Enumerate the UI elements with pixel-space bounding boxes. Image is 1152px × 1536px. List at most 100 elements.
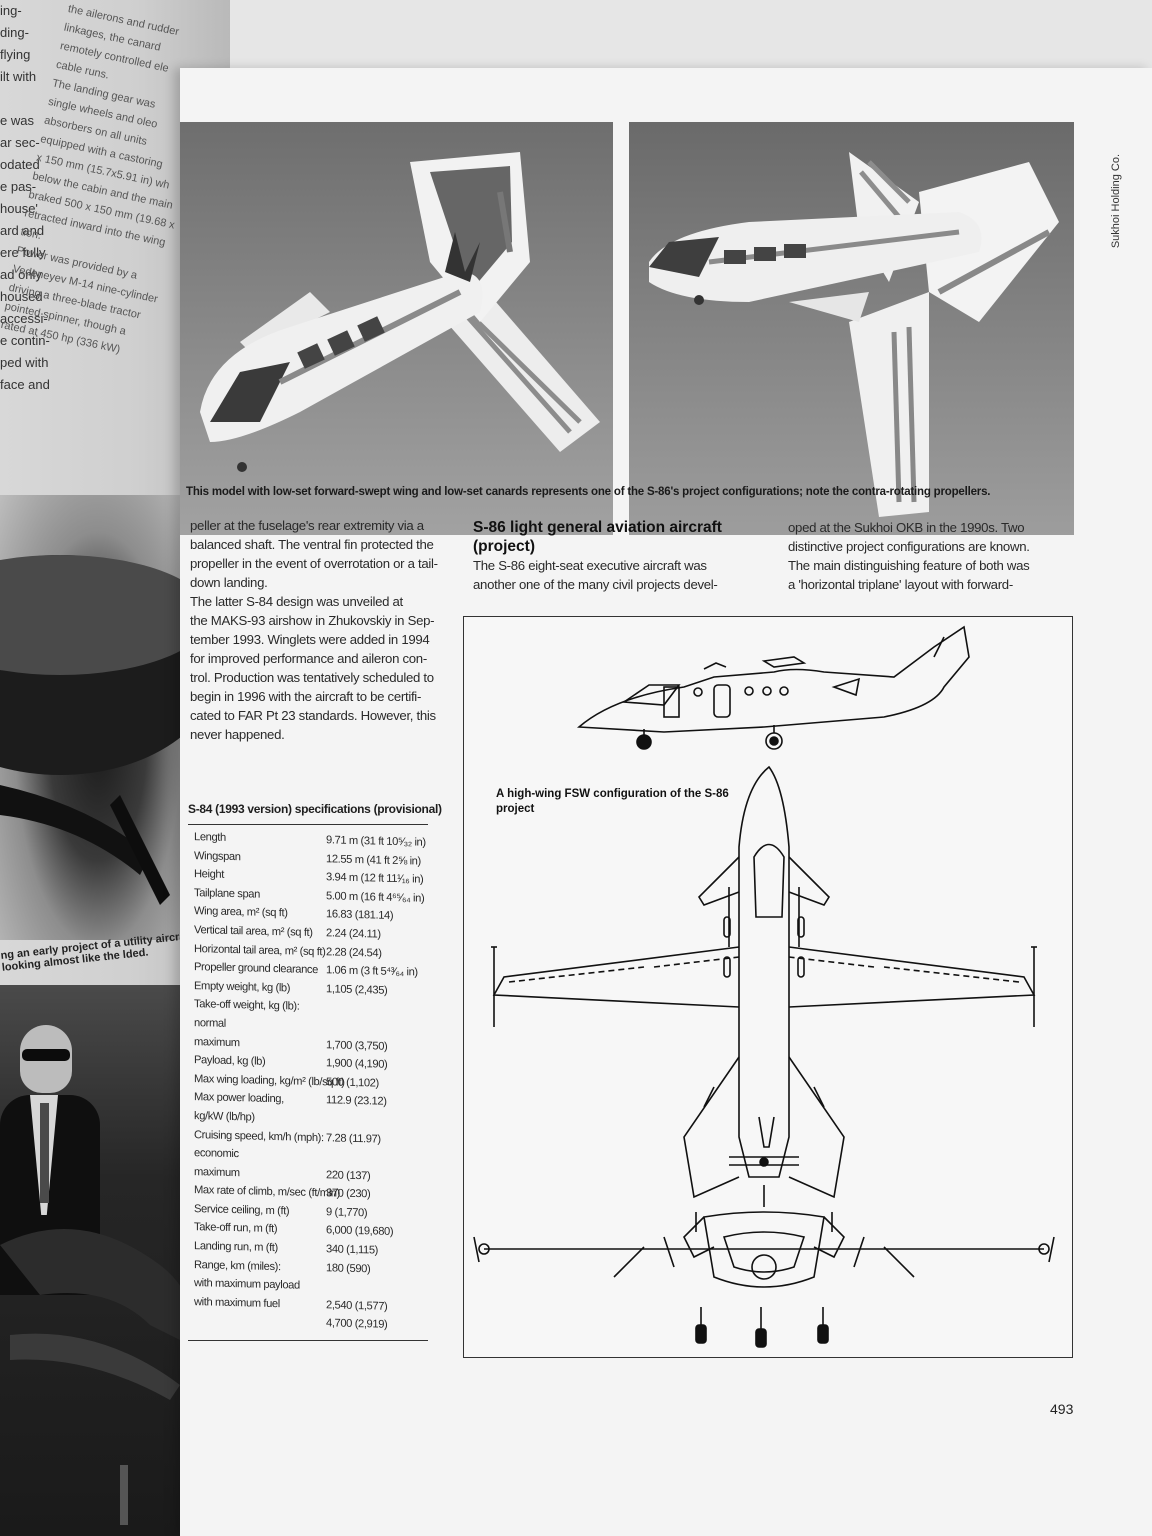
spec-value: 16.83 (181.14) <box>326 908 394 923</box>
section-heading: S-86 light general aviation aircraft (pr… <box>473 518 763 556</box>
spec-label: Wingspan <box>194 849 241 863</box>
spec-label: maximum <box>194 1035 240 1049</box>
spec-value: 9 (1,770) <box>326 1206 368 1220</box>
spec-label: Range, km (miles): <box>194 1258 281 1273</box>
photo-credit: Sukhoi Holding Co. <box>1110 154 1122 249</box>
left-page-text-line: e pas- <box>0 179 37 194</box>
spec-label: Take-off weight, kg (lb): <box>194 998 300 1013</box>
spec-label: Cruising speed, km/h (mph): <box>194 1128 324 1144</box>
top-view <box>491 765 1037 1199</box>
spec-label: with maximum fuel <box>194 1295 280 1311</box>
left-page-text-line: flying <box>0 47 31 62</box>
spec-label: Vertical tail area, m² (sq ft) <box>194 924 313 939</box>
specifications-title: S-84 (1993 version) specifications (prov… <box>188 802 442 816</box>
spec-label: with maximum payload <box>194 1277 300 1292</box>
spec-value: 7.28 (11.97) <box>326 1131 381 1146</box>
spec-label: Horizontal tail area, m² (sq ft) <box>194 942 326 958</box>
spec-label: maximum <box>194 1165 240 1179</box>
column-1-line: trol. Production was tentatively schedul… <box>190 670 434 685</box>
section-heading-line: (project) <box>473 538 535 555</box>
left-page-text-line: ing- <box>0 3 22 18</box>
specifications-bottom-rule <box>188 1340 428 1341</box>
spec-value: 5.00 m (16 ft 4⁶⁵⁄₆₄ in) <box>326 890 425 905</box>
left-page-text-line: ilt with <box>0 69 37 84</box>
column-1-line: propeller in the event of overrotation o… <box>190 556 438 571</box>
spec-value: 12.55 m (41 ft 2⅝ in) <box>326 852 421 868</box>
left-page-text-line: housed <box>0 289 43 304</box>
man-tie <box>40 1103 49 1203</box>
spec-label: normal <box>194 1017 226 1030</box>
man-glasses <box>22 1049 70 1061</box>
spec-value: 112.9 (23.12) <box>326 1094 387 1109</box>
left-page-text-line: ding- <box>0 25 29 40</box>
spec-value: 4,700 (2,919) <box>326 1317 388 1332</box>
left-page-text: ing-ding-flying ilt with e was ar sec-odate… <box>0 0 60 396</box>
side-view <box>576 625 970 750</box>
spec-label: Landing run, m (ft) <box>194 1240 278 1255</box>
left-page-text-line: face and <box>0 377 50 392</box>
column-1-line: never happened. <box>190 727 285 742</box>
column-2-line: another one of the many civil projects d… <box>473 577 718 592</box>
photo-model-rear-view <box>629 122 1074 535</box>
book-page: Sukhoi Holding Co. This model with low-s… <box>180 68 1152 1536</box>
section-heading-line: S-86 light general aviation aircraft <box>473 519 722 536</box>
column-2-line: The S-86 eight-seat executive aircraft w… <box>473 558 707 573</box>
left-page-text-line: house' <box>0 201 38 216</box>
spec-value: 180 (590) <box>326 1261 371 1276</box>
left-page-text-line: ar sec- <box>0 135 40 150</box>
spec-label: kg/kW (lb/hp) <box>194 1109 255 1124</box>
spec-label: Length <box>194 831 226 844</box>
column-1-line: cated to FAR Pt 23 standards. However, t… <box>190 708 436 723</box>
left-page-photo-aircraft-model <box>0 495 220 940</box>
specifications-table: Length 9.71 m (31 ft 10⁵⁄₃₂ in) Wingspan 12… <box>194 831 434 1336</box>
left-page-text-line: ere fully <box>0 245 46 260</box>
left-page-text-line: e was <box>0 113 34 128</box>
spec-label: Empty weight, kg (lb) <box>194 979 291 995</box>
spec-label: Payload, kg (lb) <box>194 1054 266 1068</box>
spec-value: 1,700 (3,750) <box>326 1038 388 1053</box>
left-page-text-line: accessi- <box>0 311 48 326</box>
column-1-line: down landing. <box>190 575 268 590</box>
column-3-line: distinctive project configurations are k… <box>788 539 1030 554</box>
spec-label: Max rate of climb, m/sec (ft/min) <box>194 1184 340 1200</box>
spec-value: 2,540 (1,577) <box>326 1299 388 1313</box>
column-1-text: peller at the fuselage's rear extremity … <box>190 516 445 744</box>
column-1-line: balanced shaft. The ventral fin protecte… <box>190 537 434 552</box>
spec-label: Service ceiling, m (ft) <box>194 1202 290 1218</box>
column-1-line: peller at the fuselage's rear extremity … <box>190 518 424 533</box>
left-page-text-line: ped with <box>0 355 49 370</box>
column-2-text: The S-86 eight-seat executive aircraft w… <box>473 556 773 594</box>
spec-value: 2.24 (24.11) <box>326 927 381 941</box>
spec-value: 220 (137) <box>326 1168 371 1183</box>
column-3-text: oped at the Sukhoi OKB in the 1990s. Two… <box>788 518 1078 594</box>
column-1-line: The latter S-84 design was unveiled at <box>190 594 403 609</box>
spec-value: 3.94 m (12 ft 11¹⁄₁₆ in) <box>326 871 424 886</box>
column-3-line: a 'horizontal triplane' layout with forw… <box>788 577 1013 592</box>
column-1-line: for improved performance and aileron con… <box>190 651 427 666</box>
spec-value: 9.71 m (31 ft 10⁵⁄₃₂ in) <box>326 834 426 849</box>
spec-value: 1,105 (2,435) <box>326 983 388 997</box>
left-page-text-line: e contin- <box>0 333 50 348</box>
spec-label: Height <box>194 868 224 881</box>
left-page-text-line: odated <box>0 157 40 172</box>
page-number: 493 <box>1050 1401 1074 1417</box>
spec-label: economic <box>194 1147 239 1161</box>
left-page-text-line: ard and <box>0 223 45 238</box>
spec-value: 6,000 (19,680) <box>326 1224 394 1239</box>
column-1-line: begin in 1996 with the aircraft to be ce… <box>190 689 422 704</box>
spec-value: 2.28 (24.54) <box>326 945 382 960</box>
spec-value: 500 (1,102) <box>326 1076 379 1090</box>
spec-value: 340 (1,115) <box>326 1243 378 1257</box>
spec-label: Max power loading, <box>194 1091 284 1106</box>
spec-value: 1,900 (4,190) <box>326 1057 388 1071</box>
front-view <box>473 1185 1055 1348</box>
specifications-top-rule <box>188 824 428 825</box>
spec-label: Tailplane span <box>194 886 260 901</box>
spec-value: 370 (230) <box>326 1187 371 1201</box>
spec-label: Wing area, m² (sq ft) <box>194 905 288 920</box>
left-page-text-line: ad only <box>0 267 42 282</box>
column-1-line: the MAKS-93 airshow in Zhukovskiy in Sep… <box>190 613 435 628</box>
spec-label: Propeller ground clearance <box>194 961 318 977</box>
photo-caption: This model with low-set forward-swept wi… <box>186 486 991 498</box>
spec-value: 1.06 m (3 ft 5⁴³⁄₆₄ in) <box>326 964 418 979</box>
